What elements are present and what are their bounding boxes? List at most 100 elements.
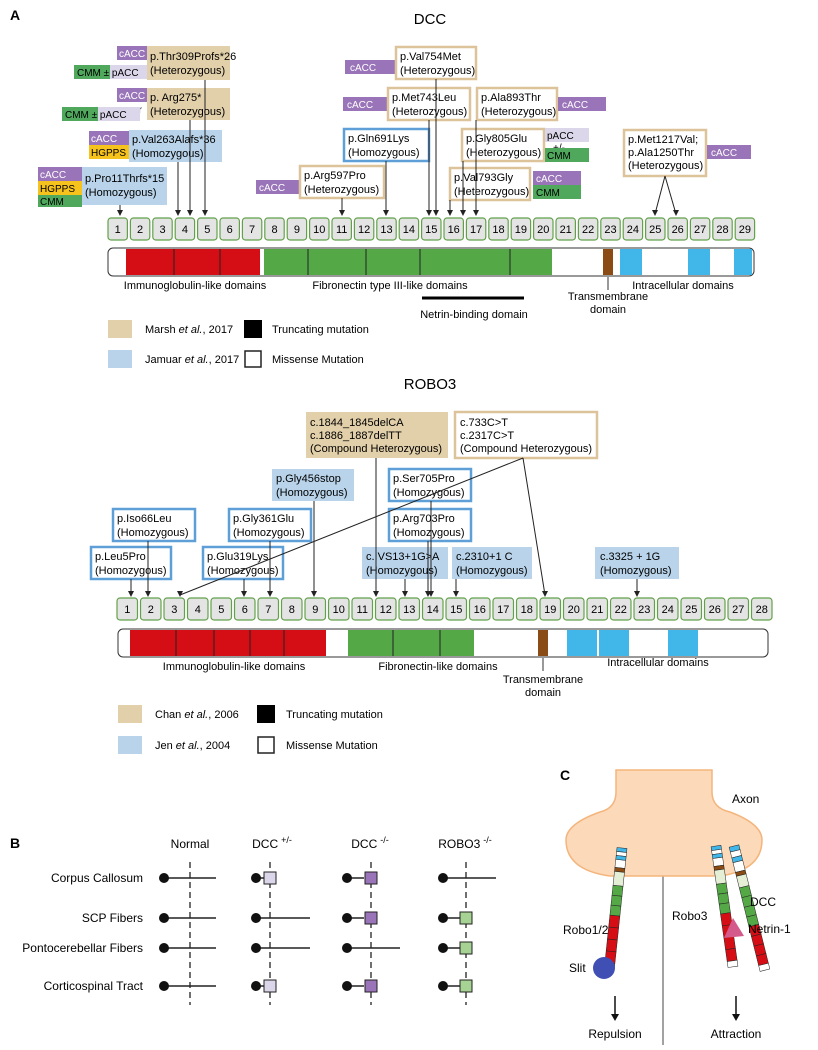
robo3-exon-box [633,597,656,621]
robo3-exon-number: 16 [474,604,486,616]
tag-pacc [98,107,140,121]
robo3-mut-iso66-name: p.Iso66Leu [117,513,171,525]
dcc-exon-number: 16 [448,224,460,236]
dcc-mut-val793-name: p.Val793Gly [454,172,514,184]
tag-cmm [38,195,82,207]
dcc-exon-number: 8 [271,224,277,236]
tag-cacc-text: cACC [40,170,66,181]
robo3-ic-domain-3 [668,630,698,656]
robo3-exon-number: 13 [403,604,415,616]
robo3-receptor [710,845,739,968]
robo3-exon-box [210,597,233,621]
robo3-exon-box [351,597,374,621]
robo3-mut-arg703-zyg: (Homozygous) [393,527,465,539]
dcc-exon-box [264,217,285,241]
robo3-mut-2310-name: c.2310+1 C [456,551,513,563]
col-dcc-het: DCC+/- [252,835,292,851]
robo3-title: ROBO3 [404,376,457,393]
dcc-exon-box [129,217,151,241]
robo3-exon-number: 26 [709,604,721,616]
dcc-receptor [728,844,771,972]
tag-cacc-text: cACC [119,91,145,102]
robo3-exon-box [186,597,209,621]
panel-b-midlines [189,862,467,1005]
tag-cmm [545,148,589,162]
robo3-mut-ivs13-zyg: (Homozygous) [366,565,438,577]
dcc-exon-number: 14 [403,224,415,236]
robo3-exon-number: 27 [732,604,744,616]
dcc-mut-arg275-name: p. Arg275* [150,92,202,104]
robo3-mut-glu319-name: p.Glu319Lys [207,551,269,563]
robo3-exon-box [421,597,444,621]
tag-cacc-text: cACC [119,49,145,60]
robo3-exon-box [515,597,538,621]
dcc-exon-number: 17 [470,224,482,236]
row-corticospinal: Corticospinal Tract [44,979,144,993]
robo12-label: Robo1/2 [563,923,609,937]
legend-jen-swatch [118,736,142,754]
dcc-mut-box-ala893 [475,86,559,122]
tag-cmm [62,107,98,121]
robo3-exon-box [468,597,491,621]
robo3-exon-box [539,597,562,621]
robo3-mut-gly361-zyg: (Homozygous) [233,527,305,539]
dcc-exon-number: 1 [115,224,121,236]
robo3-arrowheads [128,591,640,597]
dcc-mut-gln691-zyg: (Homozygous) [348,147,420,159]
robo3-ig-domains [130,630,326,656]
legend-jamuar-swatch [108,350,132,368]
dcc-mut-val793-zyg: (Heterozygous) [454,186,529,198]
dcc-mut-val263-name: p.Val263Alafs*36 [132,134,216,146]
tag-hgpps-text: HGPPS [91,148,126,159]
robo3-exon-box [680,597,703,621]
col-dcc-hom: DCC-/- [351,835,389,851]
robo3-mut-delca-zyg: (Compound Heterozygous) [310,443,442,455]
robo3-exon-number: 25 [685,604,697,616]
tag-cacc-text: cACC [350,63,376,74]
dcc-exon-number: 6 [227,224,233,236]
robo3-mut-2310-zyg: (Homozygous) [456,565,528,577]
dcc-ic-domain-2 [688,249,710,275]
panel-b-cell-bodies [159,873,448,991]
tag-cacc [558,97,606,111]
dcc-exon-box [353,217,375,241]
dcc-exon-number: 22 [582,224,594,236]
dcc-exon-number: 26 [672,224,684,236]
robo3-mut-3325-name: c.3325 + 1G [600,551,660,563]
robo3-exon-box [609,597,632,621]
dcc-netrin-label: Netrin-binding domain [420,309,528,321]
tag-cmm [533,185,581,199]
dcc-exon-number: 24 [627,224,639,236]
robo3-exon-box [374,597,397,621]
dcc-exon-box [152,217,173,241]
robo3-exon-number: 2 [148,604,154,616]
robo3-tm-label-2: domain [525,687,561,699]
dcc-exon-number: 5 [204,224,210,236]
dcc-exon-number: 20 [537,224,549,236]
dcc-mut-box-arg275 [147,88,230,120]
robo3-exon-box [703,597,726,621]
dcc-exon-box [331,217,352,241]
dcc-exon-box [107,217,128,241]
robo3-ig-label: Immunoglobulin-like domains [163,661,306,673]
robo3-ic-domain-2 [599,630,629,656]
legend-missense-swatch [244,350,262,368]
robo3-mut-box-arg703 [387,507,473,543]
dcc-exon-box [532,217,554,241]
robo3-exon-box [233,597,256,621]
dcc-exon-number: 3 [159,224,165,236]
dcc-mut-arg275-zyg: (Heterozygous) [150,106,225,118]
robo3-mut-arg703-name: p.Arg703Pro [393,513,455,525]
attraction-label: Attraction [711,1027,762,1041]
slit-ligand [593,957,615,979]
dcc-ic-domain-1 [620,249,642,275]
robo3-mut-gly456-zyg: (Homozygous) [276,487,348,499]
dcc-mut-met1217-name: p.Met1217Val; [628,134,698,146]
dcc-mut-arg597-zyg: (Heterozygous) [304,184,379,196]
dcc-mut-gly805-zyg: (Heterozygous) [466,147,541,159]
dcc-mut-box-val263 [129,130,222,162]
netrin1-ligand [724,918,744,938]
legend-jamuar-text: Jamuar et al., 2017 [145,354,239,366]
robo3-exon-number: 5 [218,604,224,616]
robo3-exon-box [257,597,280,621]
